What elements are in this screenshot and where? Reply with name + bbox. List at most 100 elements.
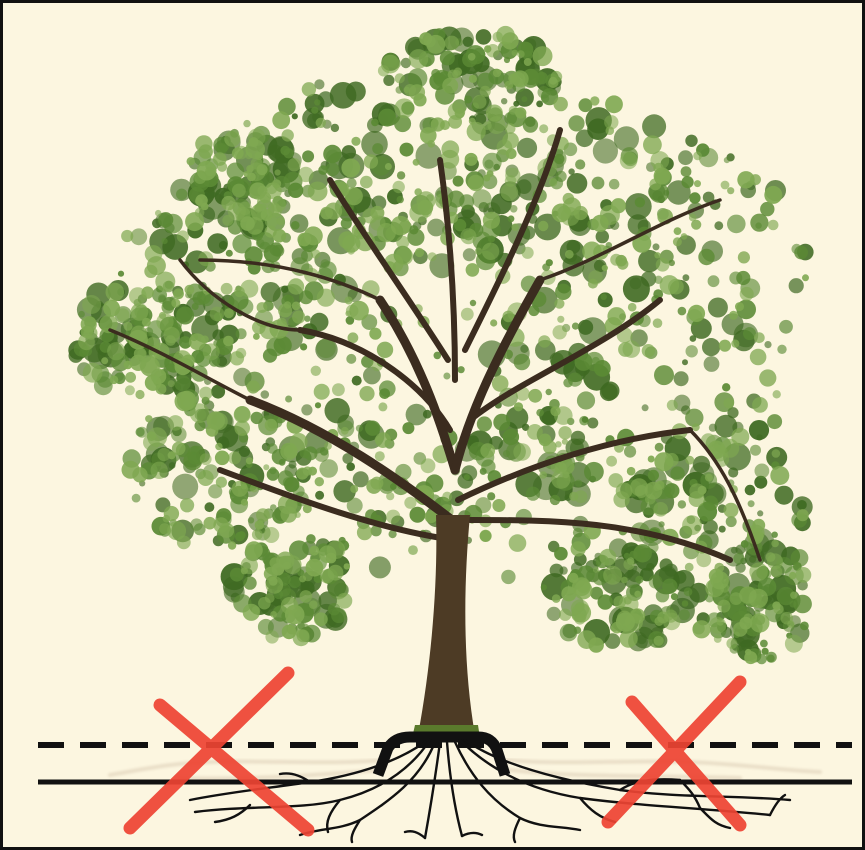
foliage-cluster: [187, 157, 195, 165]
foliage-cluster: [559, 566, 567, 574]
foliage-cluster: [726, 638, 737, 649]
foliage-cluster: [155, 210, 161, 216]
foliage-cluster: [302, 150, 314, 162]
foliage-cluster: [772, 532, 778, 538]
foliage-cluster: [265, 419, 278, 432]
foliage-cluster: [360, 176, 373, 189]
foliage-cluster: [562, 439, 568, 445]
foliage-cluster: [288, 278, 304, 294]
foliage-cluster: [351, 137, 360, 146]
foliage-cluster: [332, 383, 345, 396]
foliage-cluster: [800, 622, 809, 631]
foliage-cluster: [122, 461, 140, 479]
foliage-cluster: [468, 53, 476, 61]
foliage-cluster: [620, 152, 638, 170]
foliage-cluster: [750, 349, 767, 366]
foliage-cluster: [188, 453, 200, 465]
foliage-cluster: [610, 254, 622, 266]
foliage-cluster: [653, 502, 668, 517]
foliage-cluster: [195, 198, 203, 206]
foliage-cluster: [703, 496, 718, 511]
foliage-cluster: [679, 609, 690, 620]
foliage-cluster: [574, 490, 587, 503]
foliage-cluster: [172, 474, 198, 500]
foliage-cluster: [227, 163, 245, 181]
foliage-cluster: [649, 575, 663, 589]
foliage-cluster: [685, 456, 694, 465]
foliage-cluster: [785, 635, 803, 653]
foliage-cluster: [538, 221, 548, 231]
foliage-cluster: [777, 345, 786, 354]
foliage-cluster: [606, 126, 615, 135]
foliage-cluster: [234, 406, 250, 422]
foliage-cluster: [402, 422, 414, 434]
foliage-cluster: [690, 335, 697, 342]
foliage-cluster: [572, 323, 579, 330]
foliage-cluster: [442, 78, 458, 94]
foliage-cluster: [641, 271, 656, 286]
foliage-cluster: [413, 93, 426, 106]
foliage-cluster: [241, 484, 247, 490]
foliage-cluster: [78, 333, 95, 350]
foliage-cluster: [551, 71, 563, 83]
foliage-cluster: [131, 303, 149, 321]
foliage-cluster: [78, 311, 85, 318]
foliage-cluster: [616, 483, 633, 500]
foliage-cluster: [325, 203, 342, 220]
foliage-cluster: [325, 398, 350, 423]
foliage-cluster: [609, 179, 620, 190]
foliage-cluster: [593, 567, 599, 573]
foliage-cluster: [235, 532, 245, 542]
foliage-cluster: [557, 316, 564, 323]
foliage-cluster: [627, 467, 636, 476]
foliage-cluster: [442, 492, 452, 502]
foliage-cluster: [129, 287, 147, 305]
foliage-cluster: [309, 546, 319, 556]
foliage-cluster: [241, 499, 248, 506]
foliage-cluster: [269, 467, 276, 474]
foliage-cluster: [654, 365, 674, 385]
foliage-cluster: [326, 553, 337, 564]
foliage-cluster: [265, 630, 278, 643]
foliage-cluster: [265, 593, 275, 603]
foliage-cluster: [600, 383, 618, 401]
foliage-cluster: [192, 303, 199, 310]
foliage-cluster: [517, 50, 525, 58]
foliage-cluster: [106, 283, 125, 302]
foliage-cluster: [745, 485, 756, 496]
foliage-cluster: [261, 390, 270, 399]
foliage-cluster: [589, 637, 604, 652]
foliage-cluster: [151, 462, 168, 479]
foliage-cluster: [503, 311, 515, 323]
foliage-cluster: [623, 559, 634, 570]
foliage-cluster: [654, 636, 664, 646]
foliage-cluster: [331, 124, 339, 132]
foliage-cluster: [667, 400, 678, 411]
foliage-cluster: [177, 391, 197, 411]
foliage-cluster: [594, 360, 611, 377]
foliage-cluster: [346, 354, 356, 364]
foliage-cluster: [728, 467, 738, 477]
foliage-cluster: [630, 278, 642, 290]
foliage-cluster: [292, 311, 305, 324]
foliage-cluster: [168, 380, 175, 387]
foliage-cluster: [553, 325, 567, 339]
foliage-cluster: [633, 546, 649, 562]
foliage-cluster: [648, 470, 659, 481]
foliage-cluster: [341, 427, 349, 435]
foliage-cluster: [554, 299, 564, 309]
foliage-cluster: [483, 153, 502, 172]
foliage-cluster: [767, 414, 782, 429]
foliage-cluster: [714, 221, 723, 230]
foliage-cluster: [634, 591, 641, 598]
foliage-cluster: [381, 55, 400, 74]
foliage-cluster: [453, 176, 464, 187]
foliage-cluster: [724, 503, 739, 518]
foliage-cluster: [552, 594, 561, 603]
foliage-cluster: [473, 95, 487, 109]
foliage-cluster: [618, 342, 633, 357]
foliage-cluster: [655, 443, 664, 452]
foliage-cluster: [407, 229, 424, 246]
foliage-cluster: [674, 371, 689, 386]
